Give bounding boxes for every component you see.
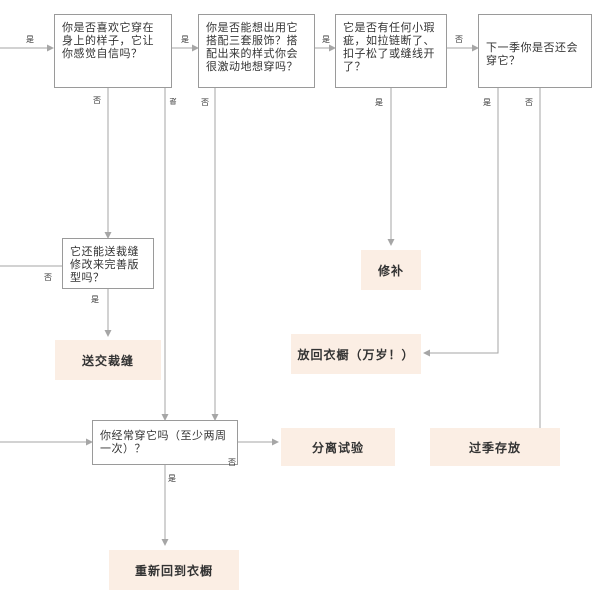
question-box-q1: 你是否喜欢它穿在身上的样子，它让你感觉自信吗？ bbox=[54, 14, 172, 88]
label-q3-q4-no: 否 bbox=[455, 35, 463, 44]
label-q1-q6-yes-rotated: 是 bbox=[169, 98, 177, 105]
answer-separate: 分离试验 bbox=[281, 428, 395, 466]
label-q2-q3-yes: 是 bbox=[322, 35, 330, 44]
question-box-q3: 它是否有任何小瑕疵，如拉链断了、扣子松了或缝线开了？ bbox=[335, 14, 447, 88]
label-q2-q6-no: 否 bbox=[201, 98, 209, 107]
label-entry-yes: 是 bbox=[26, 35, 34, 44]
question-box-q6: 你经常穿它吗（至少两周一次）？ bbox=[92, 420, 238, 465]
answer-return-closet: 重新回到衣橱 bbox=[109, 550, 239, 590]
label-q4-back-yes: 是 bbox=[483, 98, 491, 107]
label-q5-tailor-yes: 是 bbox=[91, 295, 99, 304]
label-q6-return-yes: 是 bbox=[168, 474, 176, 483]
answer-repair: 修补 bbox=[361, 250, 421, 290]
edge-q4-back-closet bbox=[423, 88, 499, 357]
label-q1-q5-no: 否 bbox=[93, 96, 101, 105]
question-box-q5: 它还能送裁缝修改来完善版型吗？ bbox=[62, 238, 154, 289]
label-q3-repair-yes: 是 bbox=[375, 98, 383, 107]
answer-tailor: 送交裁缝 bbox=[55, 340, 161, 380]
label-q4-store-no: 否 bbox=[525, 98, 533, 107]
answer-back-closet: 放回衣橱（万岁！） bbox=[291, 334, 421, 374]
label-q1-q2-yes: 是 bbox=[181, 35, 189, 44]
question-box-q2: 你是否能想出用它搭配三套服饰？搭配出来的样式你会很激动地想穿吗？ bbox=[198, 14, 315, 88]
answer-store: 过季存放 bbox=[430, 428, 560, 466]
label-q6-separate-no: 否 bbox=[228, 458, 236, 467]
label-left-q5-no: 否 bbox=[44, 273, 52, 282]
question-box-q4: 下一季你是否还会穿它？ bbox=[478, 14, 592, 88]
